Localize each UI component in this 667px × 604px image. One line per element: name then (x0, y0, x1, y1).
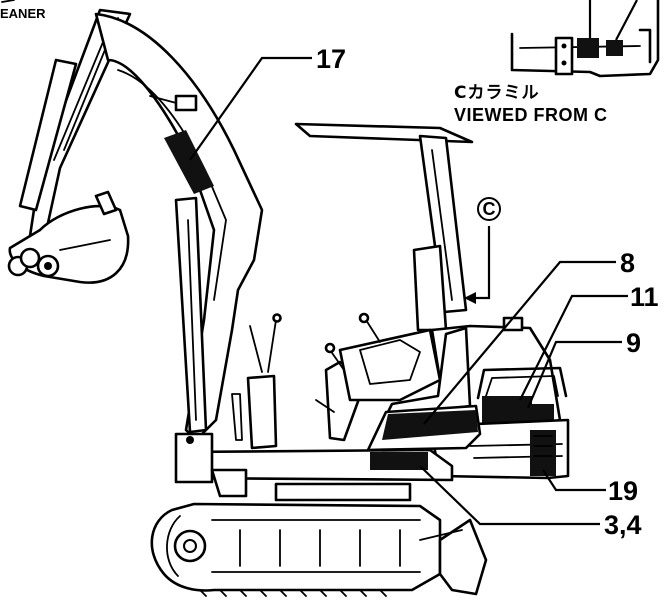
partial-label-cleaner: EANER (0, 6, 46, 21)
callout-17: 17 (316, 44, 346, 74)
inset-bolt-top (561, 43, 567, 49)
joystick-left-knob (358, 312, 370, 324)
decal-11 (482, 396, 532, 404)
view-c-arrowhead (464, 292, 476, 304)
seat-back (412, 244, 448, 332)
view-c-label-jp: Cカラミル (454, 83, 539, 103)
decal-19 (530, 430, 556, 476)
inset-leader-right (615, 0, 638, 41)
leader-17 (189, 56, 312, 161)
upper-structure (174, 326, 482, 502)
view-c-label-en: VIEWED FROM C (454, 105, 608, 125)
view-c-arrow-line (470, 226, 491, 300)
circled-c-letter: C (483, 199, 496, 219)
inset-bolt-bottom (561, 60, 567, 66)
callout-leaders (189, 56, 628, 526)
bucket-body (8, 204, 130, 284)
joystick-right-knob (324, 342, 336, 354)
decal-8 (382, 410, 478, 440)
arm-cylinder (18, 58, 78, 212)
travel-lever-knob (272, 313, 282, 323)
dozer-arm (419, 529, 463, 541)
inset-decal-right (606, 40, 623, 56)
track-rollers (239, 529, 401, 567)
joystick-right (329, 349, 345, 371)
callout-9: 9 (626, 328, 641, 358)
callout-8: 8 (620, 248, 635, 278)
handrail-inner (485, 375, 559, 397)
bucket-tooth-2 (19, 247, 41, 269)
callout-11: 11 (630, 282, 659, 312)
boom-body (94, 12, 264, 442)
circled-c-ring (477, 197, 501, 221)
boom-arm (18, 8, 264, 442)
track-shoes (199, 589, 387, 597)
partial-leader-top-left (1, 0, 15, 3)
slew-ring (274, 482, 412, 502)
inset-bracket (554, 36, 574, 76)
decal-17-shape (164, 130, 214, 194)
leader-19 (542, 469, 606, 492)
callout-3-4: 3,4 (604, 510, 642, 540)
bucket-link (94, 190, 118, 216)
boom-cylinder-rod (187, 219, 197, 421)
track-inner-curve (166, 515, 181, 577)
decal-19-lines (533, 435, 553, 457)
callout-19: 19 (608, 476, 638, 506)
rops-canopy (294, 122, 474, 332)
inset-outline (510, 0, 660, 78)
inset-frame-right (638, 28, 652, 64)
boom-block (174, 94, 198, 112)
travel-lever-2 (267, 319, 277, 373)
bucket-pin-center (44, 262, 52, 270)
leader-9 (526, 340, 622, 409)
lever-stand (246, 374, 278, 450)
undercarriage (150, 502, 488, 597)
leader-8 (423, 260, 616, 425)
canopy-post-inner (431, 149, 453, 301)
decal-3-4 (370, 452, 428, 470)
dozer-blade (438, 518, 488, 596)
handrail-outer (476, 366, 568, 400)
side-lever (231, 393, 243, 441)
bucket (7, 190, 130, 284)
swing-base (210, 468, 248, 498)
bucket-edge (59, 239, 111, 251)
operator-area (231, 312, 442, 450)
arm-inner-line (53, 29, 109, 161)
control-console (338, 328, 442, 402)
leader-11 (519, 294, 628, 401)
crawler-track (150, 502, 442, 592)
pedal-lever (315, 399, 335, 413)
swing-bracket (174, 432, 214, 484)
track-frame-lines (211, 519, 421, 573)
leader-3-4 (419, 465, 600, 526)
swing-pin (186, 436, 194, 444)
joystick-left (365, 319, 381, 343)
decal-9 (482, 404, 554, 424)
inset-view-c (510, 0, 660, 78)
console-panel (359, 339, 421, 385)
travel-lever-1 (249, 325, 263, 373)
inset-decal-left (577, 38, 599, 58)
idler-hub (183, 539, 197, 553)
